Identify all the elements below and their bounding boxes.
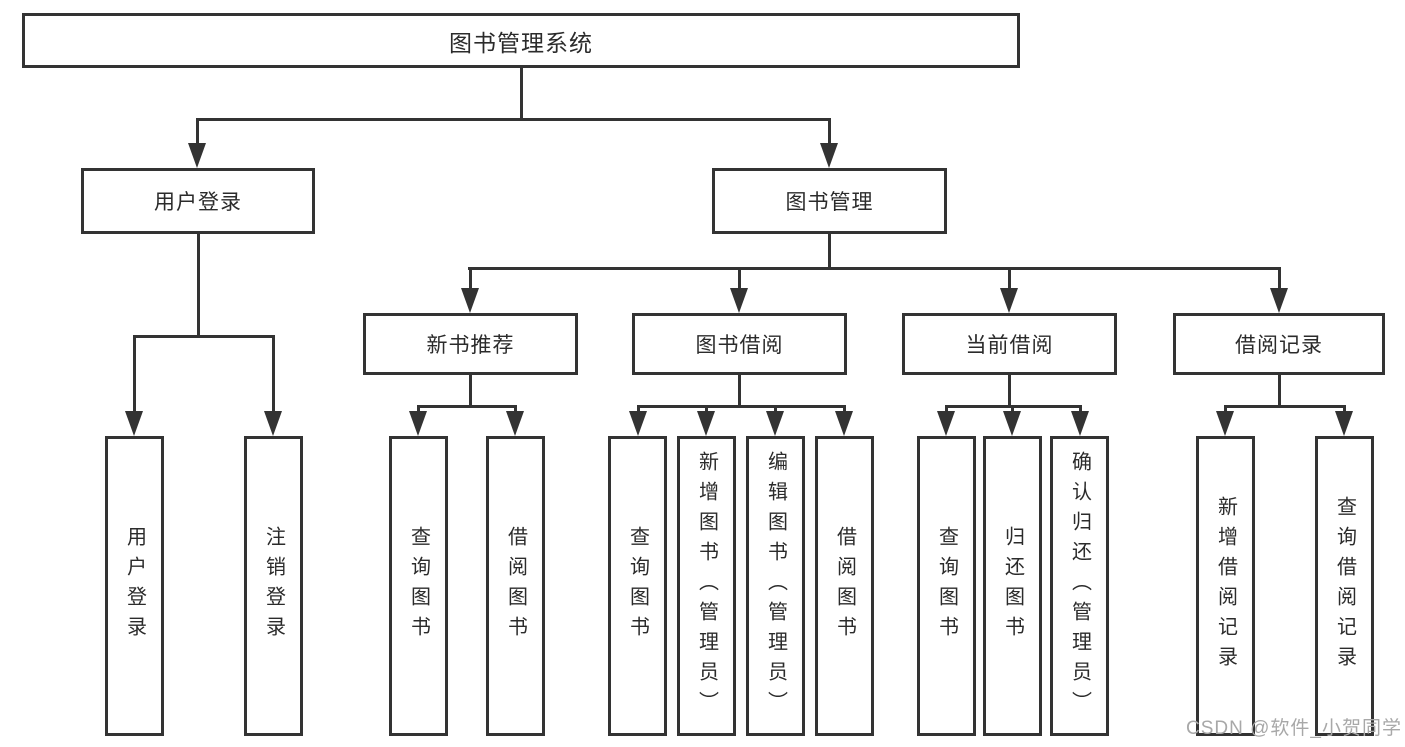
connector-drop-leaf [945, 405, 948, 415]
leaf-user-login: 用户登录 [105, 436, 164, 736]
leaf-logout: 注销登录 [244, 436, 303, 736]
arrow-down-icon [766, 411, 784, 436]
connector-drop-user-login [196, 118, 199, 146]
arrow-down-icon [264, 411, 282, 436]
leaf-query-books-recommend: 查询图书 [389, 436, 448, 736]
node-user-login-branch: 用户登录 [81, 168, 315, 234]
leaf-return-books: 归还图书 [983, 436, 1042, 736]
arrow-down-icon [1000, 288, 1018, 313]
connector-user-login-stem [197, 234, 200, 338]
arrow-down-icon [835, 411, 853, 436]
connector-drop-section [469, 267, 472, 291]
connector-drop-leaf [1224, 405, 1227, 415]
leaf-confirm-return-admin: 确认归还（管理员） [1050, 436, 1109, 736]
connector-user-login-rail [133, 335, 275, 338]
node-book-management: 图书管理 [712, 168, 947, 234]
arrow-down-icon [1003, 411, 1021, 436]
arrow-down-icon [409, 411, 427, 436]
connector-drop-leaf [133, 335, 136, 413]
leaf-borrow-books-recommend: 借阅图书 [486, 436, 545, 736]
node-borrowing-records: 借阅记录 [1173, 313, 1385, 375]
connector-drop-section [738, 267, 741, 291]
arrow-down-icon [188, 143, 206, 168]
connector-root-stem [520, 66, 523, 120]
node-book-borrowing: 图书借阅 [632, 313, 847, 375]
connector-drop-leaf [705, 405, 708, 415]
arrow-down-icon [697, 411, 715, 436]
arrow-down-icon [820, 143, 838, 168]
node-current-borrowing: 当前借阅 [902, 313, 1117, 375]
arrow-down-icon [937, 411, 955, 436]
connector-section-rail [637, 405, 846, 408]
leaf-query-borrow-record: 查询借阅记录 [1315, 436, 1374, 736]
arrow-down-icon [730, 288, 748, 313]
connector-drop-leaf [1343, 405, 1346, 415]
leaf-borrow-books-borrowing: 借阅图书 [815, 436, 874, 736]
arrow-down-icon [629, 411, 647, 436]
connector-drop-leaf [774, 405, 777, 415]
connector-section-stem [738, 375, 741, 408]
arrow-down-icon [461, 288, 479, 313]
connector-drop-section [1008, 267, 1011, 291]
leaf-query-books-current: 查询图书 [917, 436, 976, 736]
node-root: 图书管理系统 [22, 13, 1020, 68]
leaf-edit-books-admin: 编辑图书（管理员） [746, 436, 805, 736]
connector-book-mgmt-stem [828, 234, 831, 270]
connector-drop-leaf [637, 405, 640, 415]
connector-drop-book-mgmt [828, 118, 831, 146]
connector-drop-leaf [514, 405, 517, 415]
connector-drop-leaf [272, 335, 275, 413]
arrow-down-icon [125, 411, 143, 436]
connector-section-stem [469, 375, 472, 408]
leaf-add-borrow-record: 新增借阅记录 [1196, 436, 1255, 736]
connector-section-stem [1278, 375, 1281, 408]
arrow-down-icon [506, 411, 524, 436]
connector-drop-leaf [1011, 405, 1014, 415]
connector-root-rail [196, 118, 831, 121]
arrow-down-icon [1216, 411, 1234, 436]
connector-drop-leaf [843, 405, 846, 415]
connector-drop-leaf [1079, 405, 1082, 415]
arrow-down-icon [1270, 288, 1288, 313]
node-new-book-recommend: 新书推荐 [363, 313, 578, 375]
leaf-add-books-admin: 新增图书（管理员） [677, 436, 736, 736]
connector-section-rail [1224, 405, 1346, 408]
connector-drop-section [1278, 267, 1281, 291]
connector-book-mgmt-rail [468, 267, 1281, 270]
connector-section-stem [1008, 375, 1011, 408]
arrow-down-icon [1335, 411, 1353, 436]
watermark: CSDN @软件_小贺同学 [1186, 718, 1402, 739]
leaf-query-books-borrowing: 查询图书 [608, 436, 667, 736]
arrow-down-icon [1071, 411, 1089, 436]
connector-drop-leaf [417, 405, 420, 415]
connector-section-rail [417, 405, 517, 408]
